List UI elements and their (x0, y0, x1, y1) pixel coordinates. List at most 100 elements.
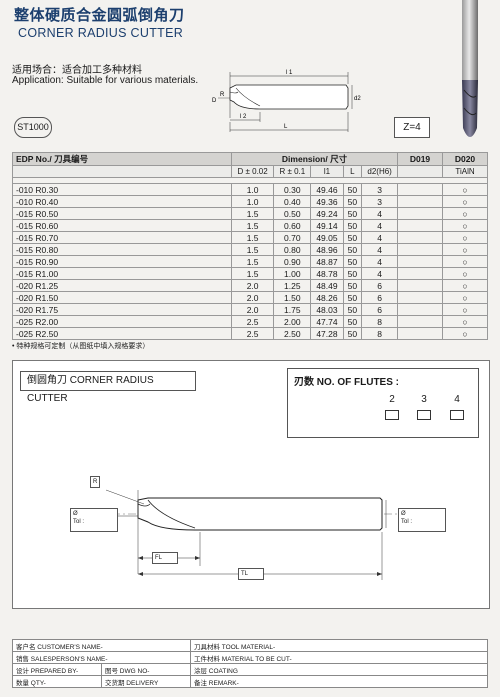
table-cell: ○ (442, 291, 488, 304)
diameter-tolerance-box-right[interactable]: Ø Tol : (398, 508, 446, 532)
flute-option-3-checkbox[interactable] (417, 410, 431, 420)
table-cell: 50 (342, 243, 363, 256)
dimension-header: Dimension/ 尺寸 (231, 152, 398, 166)
table-cell: 49.05 (310, 231, 344, 244)
table-cell: 1.75 (273, 303, 312, 316)
table-cell: 8 (361, 327, 398, 340)
table-cell: 50 (342, 303, 363, 316)
table-cell (397, 183, 443, 196)
table-cell: ○ (442, 327, 488, 340)
flute-length-box[interactable]: FL (152, 552, 178, 564)
col-d020-header: D020 (442, 152, 488, 166)
table-cell: 1.0 (230, 195, 275, 208)
table-cell: 48.87 (310, 255, 344, 268)
table-cell (397, 255, 443, 268)
table-cell: ○ (442, 183, 488, 196)
table-cell (397, 327, 443, 340)
work-material-field[interactable]: 工件材料 MATERIAL TO BE CUT- (190, 651, 488, 664)
table-cell: ○ (442, 267, 488, 280)
table-cell: 50 (342, 207, 363, 220)
table-cell (397, 219, 443, 232)
table-cell: 4 (361, 207, 398, 220)
drawing-title: 倒圆角刀 CORNER RADIUS CUTTER (20, 371, 196, 404)
table-cell: 6 (361, 291, 398, 304)
table-cell: 50 (342, 327, 363, 340)
table-cell: ○ (442, 243, 488, 256)
table-cell: 1.5 (230, 267, 275, 280)
radius-label: R (90, 476, 101, 488)
qty-field[interactable]: 数量 QTY- (12, 675, 102, 688)
table-cell: ○ (442, 231, 488, 244)
table-cell: 1.25 (273, 279, 312, 292)
application-cn: 适用场合：适合加工多种材料 (12, 65, 142, 76)
table-cell: 6 (361, 279, 398, 292)
grade-badge: ST1000 (14, 117, 52, 138)
table-cell: ○ (442, 303, 488, 316)
table-cell: 1.50 (273, 291, 312, 304)
table-cell: ○ (442, 219, 488, 232)
table-cell: 50 (342, 291, 363, 304)
table-cell: 50 (342, 231, 363, 244)
diameter-tolerance-box-left[interactable]: Ø Tol : (70, 508, 118, 532)
edp-header: EDP No./ 刀具编号 (12, 152, 232, 166)
edp-cell: -025 R2.50 (12, 327, 232, 340)
table-cell: ○ (442, 195, 488, 208)
table-cell: 1.0 (230, 183, 275, 196)
custom-cutter-drawing (80, 489, 410, 580)
table-cell: 0.90 (273, 255, 312, 268)
table-cell: ○ (442, 255, 488, 268)
table-cell: 0.80 (273, 243, 312, 256)
table-cell: 4 (361, 231, 398, 244)
table-cell: 2.0 (230, 291, 275, 304)
flute-option-4-checkbox[interactable] (450, 410, 464, 420)
table-cell: 3 (361, 183, 398, 196)
col-d019-header: D019 (397, 152, 443, 166)
total-length-box[interactable]: TL (238, 568, 264, 580)
label-d2: d2 (354, 96, 361, 102)
tool-material-field[interactable]: 刀具材料 TOOL MATERIAL- (190, 639, 488, 652)
flutes-label: 刃数 NO. OF FLUTES : (294, 377, 399, 388)
page-title-cn: 整体硬质合金圆弧倒角刀 (14, 7, 185, 24)
diameter-label-left: Ø (73, 511, 78, 517)
flutes-selector (287, 368, 479, 438)
order-form: 客户名 CUSTOMER'S NAME- 刀具材料 TOOL MATERIAL-… (12, 639, 488, 688)
table-cell: 48.26 (310, 291, 344, 304)
table-cell: 0.30 (273, 183, 312, 196)
sub-header-d: D ± 0.02 (230, 165, 275, 178)
table-cell: 50 (342, 219, 363, 232)
sub-header-coating: TiAlN (442, 165, 488, 178)
coating-field[interactable]: 涂层 COATING (190, 663, 488, 676)
flute-option-3-label: 3 (421, 394, 427, 405)
edp-cell: -010 R0.40 (12, 195, 232, 208)
table-cell: 1.00 (273, 267, 312, 280)
table-cell: 1.5 (230, 231, 275, 244)
cutter-dimension-drawing: l 1 D R d2 l 2 L (212, 70, 361, 132)
delivery-field[interactable]: 交货期 DELIVERY (101, 675, 191, 688)
table-cell: 50 (342, 279, 363, 292)
dwg-no-field[interactable]: 图号 DWG NO- (101, 663, 191, 676)
label-l1: l 1 (286, 70, 293, 76)
table-cell (397, 315, 443, 328)
prepared-by-field[interactable]: 设计 PREPARED BY- (12, 663, 102, 676)
edp-cell: -020 R1.25 (12, 279, 232, 292)
table-cell: 0.60 (273, 219, 312, 232)
table-cell: 2.5 (230, 327, 275, 340)
table-cell: 2.50 (273, 327, 312, 340)
table-cell: 50 (342, 315, 363, 328)
remark-field[interactable]: 备注 REMARK- (190, 675, 488, 688)
salesperson-field[interactable]: 销售 SALESPERSON'S NAME- (12, 651, 191, 664)
flute-option-2-checkbox[interactable] (385, 410, 399, 420)
table-cell (397, 231, 443, 244)
customer-name-field[interactable]: 客户名 CUSTOMER'S NAME- (12, 639, 191, 652)
edp-cell: -015 R0.50 (12, 207, 232, 220)
sub-header-r: R ± 0.1 (273, 165, 312, 178)
table-cell: 47.74 (310, 315, 344, 328)
flute-length-label: FL (155, 555, 163, 561)
table-cell: 4 (361, 267, 398, 280)
spec-table: EDP No./ 刀具编号 Dimension/ 尺寸 D019 D020 D … (12, 152, 488, 340)
